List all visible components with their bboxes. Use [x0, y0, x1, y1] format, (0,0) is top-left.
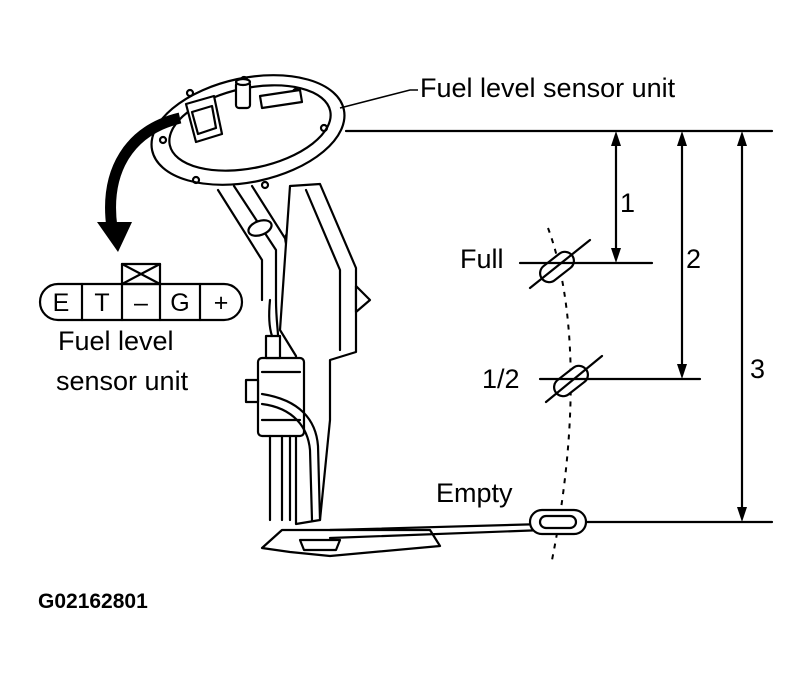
side-callout-line-1: Fuel level: [58, 326, 174, 356]
full-label: Full: [460, 244, 504, 274]
dimension-2-label: 2: [686, 244, 701, 274]
dimension-3-label: 3: [750, 354, 765, 384]
dimension-3: [737, 131, 747, 522]
reference-lines: [344, 129, 774, 524]
fuel-pump-assembly-illustration: [150, 74, 546, 558]
x-box-icon: [120, 262, 162, 286]
dimension-1-label: 1: [620, 188, 635, 218]
pin-g: G: [170, 289, 189, 317]
figure-id: G02162801: [38, 590, 148, 613]
curved-arrow-icon: [97, 112, 182, 252]
top-callout-leader: [339, 89, 418, 109]
connector-pinout: E T – G +: [38, 262, 244, 322]
top-callout-label: Fuel level sensor unit: [420, 73, 676, 103]
dimension-2: [677, 131, 687, 379]
pin-e: E: [53, 289, 70, 317]
pin-minus: –: [134, 289, 148, 317]
side-callout-line-2: sensor unit: [56, 366, 189, 396]
half-label: 1/2: [482, 364, 520, 394]
pin-t: T: [94, 289, 109, 317]
float-empty-position: [528, 508, 588, 536]
empty-label: Empty: [436, 478, 513, 508]
dimension-1: [611, 131, 621, 263]
pin-plus: +: [214, 289, 229, 317]
